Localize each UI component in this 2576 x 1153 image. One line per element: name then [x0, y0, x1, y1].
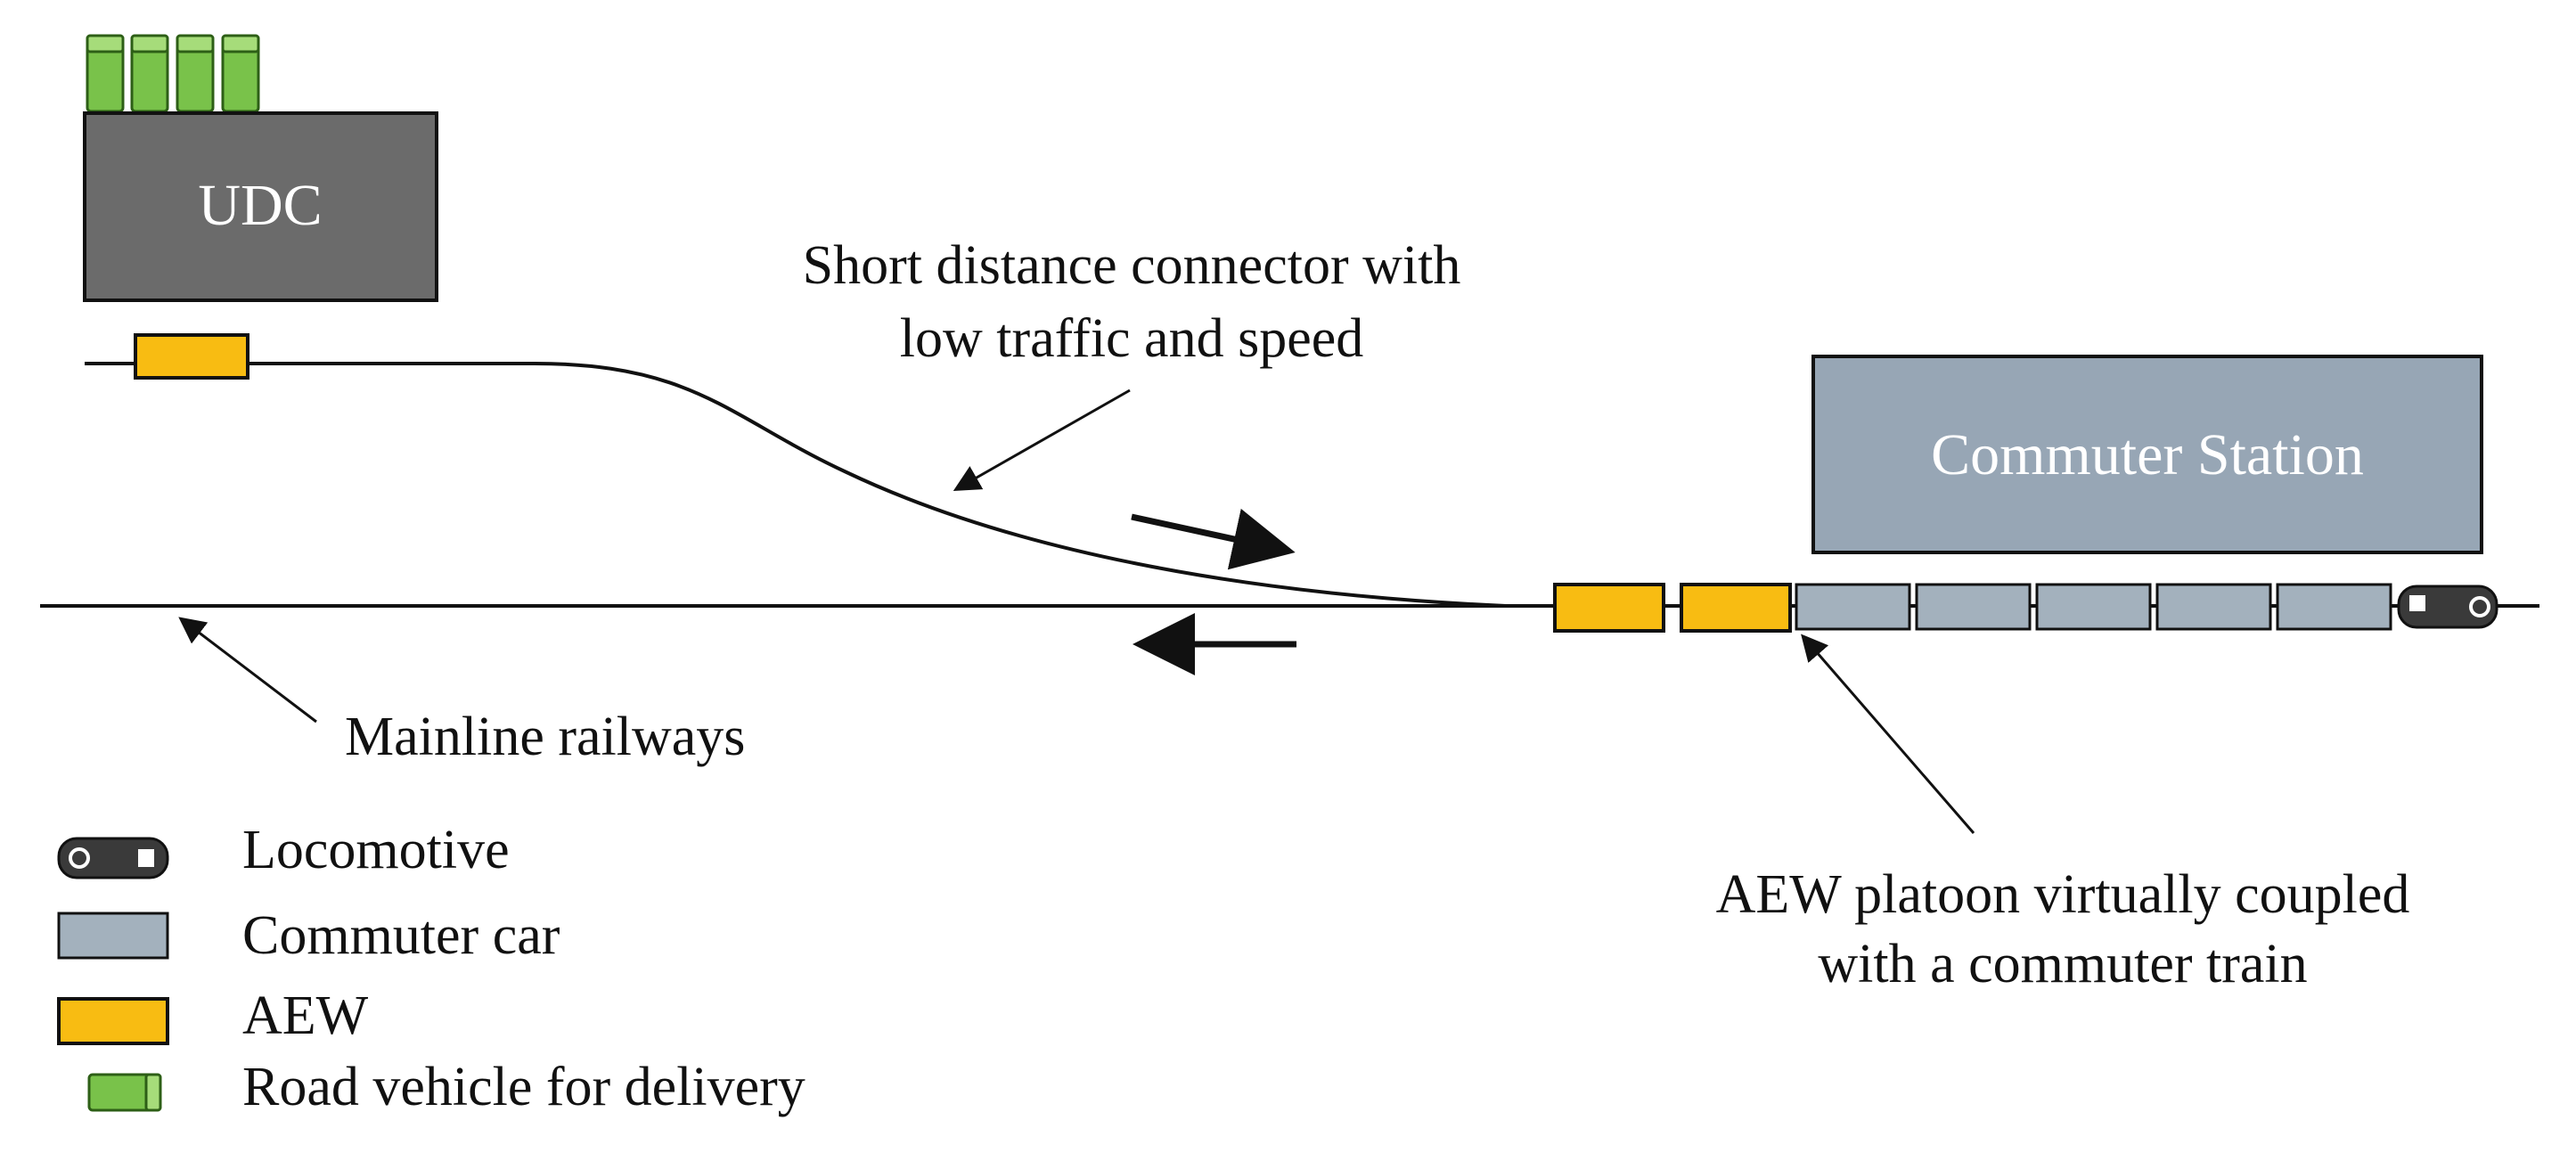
udc-label: UDC — [198, 173, 322, 238]
platoon-pointer — [1801, 634, 1975, 834]
legend-label: Commuter car — [242, 905, 560, 966]
locomotive — [2397, 585, 2498, 629]
commuter-car — [2035, 583, 2152, 631]
commuter-station-box — [1811, 355, 2483, 554]
train — [1553, 583, 2498, 633]
connector-label-line2: low traffic and speed — [900, 308, 1364, 369]
road-vehicle-icon — [130, 34, 169, 113]
mainline-pointer — [178, 617, 317, 724]
legend-item-road-vehicle: Road vehicle for delivery — [87, 1057, 806, 1117]
direction-arrow-right — [1131, 508, 1296, 570]
commuter-station-label: Commuter Station — [1931, 422, 2364, 487]
commuter-car — [1915, 583, 2032, 631]
legend-label: AEW — [242, 985, 369, 1046]
road-vehicle-icon — [176, 34, 215, 113]
locomotive-icon — [57, 837, 169, 879]
aew-at-udc — [134, 333, 249, 380]
legend: Locomotive Commuter car AEW Road vehicle… — [57, 820, 806, 1117]
legend-item-locomotive: Locomotive — [57, 820, 510, 880]
mainline-label: Mainline railways — [345, 707, 745, 767]
aew-car — [1680, 583, 1792, 633]
aew-icon — [57, 997, 169, 1045]
commuter-car — [2155, 583, 2272, 631]
legend-label: Road vehicle for delivery — [242, 1057, 806, 1117]
connector-pointer — [953, 388, 1131, 491]
road-vehicle-icon — [87, 1073, 162, 1112]
road-vehicle-icon — [86, 34, 125, 113]
road-vehicle-group — [86, 34, 260, 113]
commuter-car — [1795, 583, 1911, 631]
road-vehicle-icon — [221, 34, 260, 113]
commuter-car-icon — [57, 912, 169, 960]
platoon-label-line1: AEW platoon virtually coupled — [1716, 864, 2410, 925]
udc-box — [83, 111, 438, 302]
legend-item-aew: AEW — [57, 985, 369, 1046]
platoon-label-line2: with a commuter train — [1818, 934, 2307, 994]
commuter-car — [2276, 583, 2392, 631]
aew-car — [1553, 583, 1665, 633]
legend-label: Locomotive — [242, 820, 510, 880]
connector-track — [85, 362, 1507, 608]
connector-label-line1: Short distance connector with — [803, 235, 1461, 296]
legend-item-commuter-car: Commuter car — [57, 905, 560, 966]
